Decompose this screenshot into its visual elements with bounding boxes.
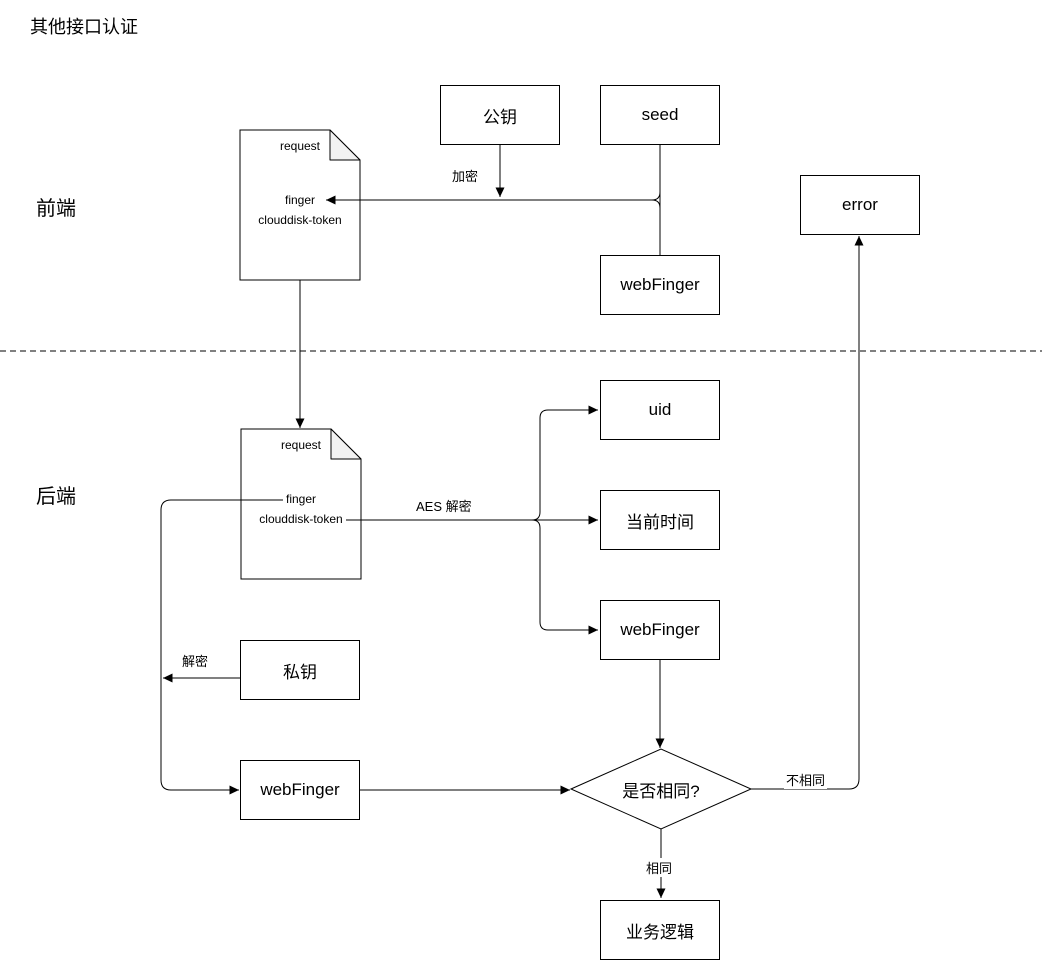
- edge-label-equal: 相同: [644, 858, 675, 877]
- node-business-logic: 业务逻辑: [600, 900, 720, 960]
- frontend-doc-title: request: [279, 139, 321, 153]
- edge-aes-to-webfinger: [346, 519, 598, 635]
- lane-label-backend: 后端: [36, 486, 76, 508]
- node-webfinger-compare: webFinger: [240, 760, 360, 820]
- frontend-request-doc-shape: [239, 129, 361, 281]
- backend-doc-fold: [330, 428, 362, 460]
- decision-diamond-shape: [569, 748, 753, 830]
- node-current-time: 当前时间: [600, 490, 720, 550]
- edge-label-decrypt: 解密: [180, 651, 211, 670]
- frontend-doc-finger: finger: [284, 193, 316, 207]
- edge-finger-to-webfinger-compare: [160, 499, 283, 795]
- node-webfinger-backend: webFinger: [600, 600, 720, 660]
- edge-label-encrypt: 加密: [450, 166, 481, 185]
- node-error: error: [800, 175, 920, 235]
- frontend-doc-fold: [329, 129, 361, 161]
- node-decision: 是否相同?: [622, 781, 700, 801]
- lane-label-frontend: 前端: [36, 198, 76, 220]
- node-private-key: 私钥: [240, 640, 360, 700]
- node-webfinger-frontend: webFinger: [600, 255, 720, 315]
- backend-doc-finger: finger: [285, 492, 317, 506]
- page-title: 其他接口认证: [30, 17, 138, 37]
- backend-request-doc: request finger clouddisk-token: [241, 429, 361, 579]
- backend-doc-title: request: [280, 438, 322, 452]
- frontend-doc-clouddisk-token: clouddisk-token: [258, 213, 342, 227]
- edge-junction-arc-bottom: [651, 199, 661, 209]
- node-seed: seed: [600, 85, 720, 145]
- node-public-key: 公钥: [440, 85, 560, 145]
- edge-label-not-equal: 不相同: [784, 770, 828, 789]
- edge-junction-arc-top: [651, 191, 661, 201]
- backend-request-doc-shape: [240, 428, 362, 580]
- edge-label-aes-decrypt: AES 解密: [414, 496, 474, 515]
- edge-decision-to-error: [751, 236, 864, 790]
- frontend-request-doc: request finger clouddisk-token: [240, 130, 360, 280]
- node-uid: uid: [600, 380, 720, 440]
- backend-doc-clouddisk-token: clouddisk-token: [259, 512, 343, 526]
